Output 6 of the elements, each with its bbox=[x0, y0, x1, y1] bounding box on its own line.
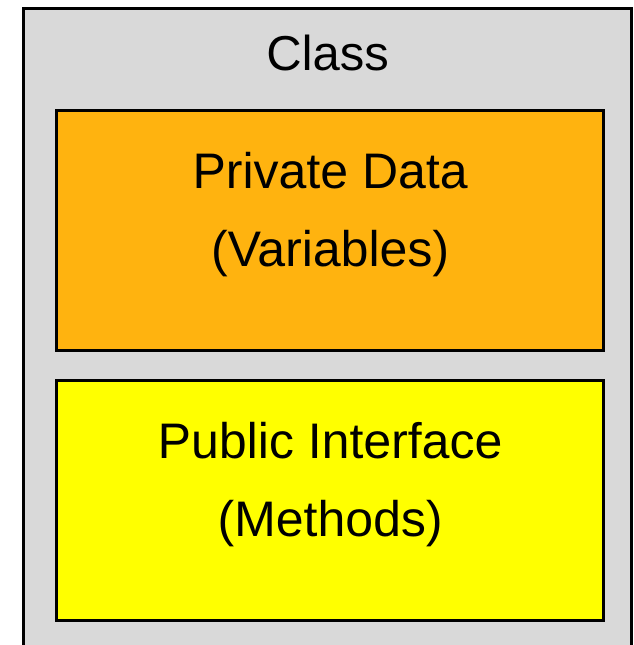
public-interface-box bbox=[55, 379, 605, 622]
box-label: Private Data (Variables) bbox=[191, 142, 469, 279]
private-data-box bbox=[55, 109, 605, 352]
class-box bbox=[22, 7, 633, 645]
box-label: Class bbox=[265, 28, 390, 82]
box-label: Public Interface (Methods) bbox=[156, 412, 504, 549]
